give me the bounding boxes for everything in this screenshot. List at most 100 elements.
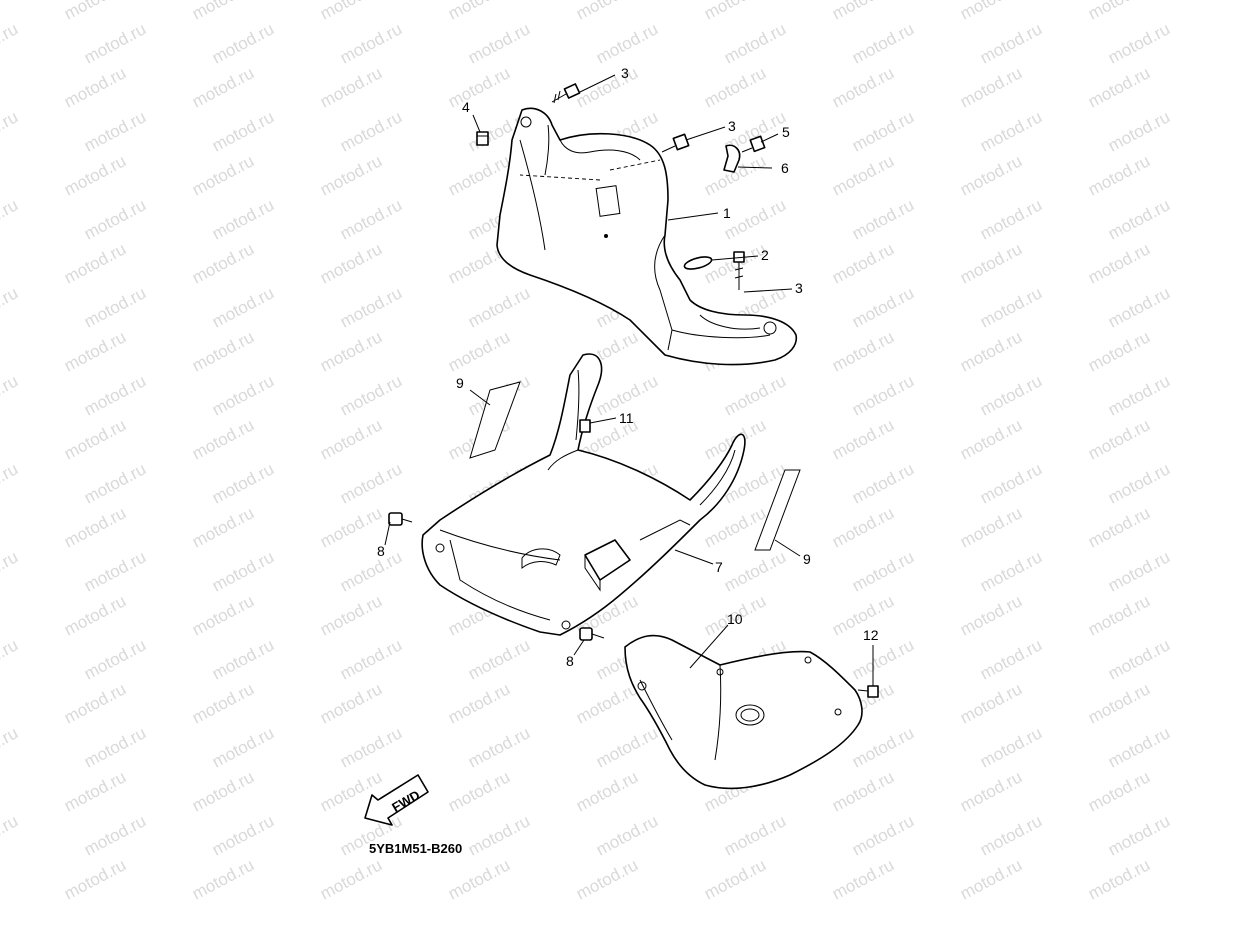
watermark-text: motod.ru bbox=[1085, 63, 1153, 111]
part-1-leg-shield[interactable] bbox=[496, 107, 798, 366]
callout-6: 6 bbox=[781, 160, 789, 176]
watermark-text: motod.ru bbox=[317, 63, 385, 111]
watermark-text: motod.ru bbox=[189, 151, 257, 199]
watermark-text: motod.ru bbox=[721, 811, 789, 859]
watermark-text: motod.ru bbox=[337, 107, 405, 155]
callout-9-right: 9 bbox=[803, 551, 811, 567]
leader-lines bbox=[384, 74, 874, 686]
watermark-text: motod.ru bbox=[977, 371, 1045, 419]
watermark-text: motod.ru bbox=[317, 855, 385, 903]
watermark-text: motod.ru bbox=[81, 635, 149, 683]
watermark-text: motod.ru bbox=[209, 283, 277, 331]
watermark-text: motod.ru bbox=[337, 19, 405, 67]
watermark-text: motod.ru bbox=[957, 239, 1025, 287]
part-5-screw[interactable] bbox=[741, 135, 766, 153]
watermark-text: motod.ru bbox=[849, 283, 917, 331]
watermark-text: motod.ru bbox=[189, 591, 257, 639]
watermark-text: motod.ru bbox=[0, 723, 21, 771]
watermark-text: motod.ru bbox=[0, 63, 1, 111]
watermark-text: motod.ru bbox=[317, 239, 385, 287]
watermark-text: motod.ru bbox=[445, 63, 513, 111]
watermark-text: motod.ru bbox=[829, 503, 897, 551]
watermark-text: motod.ru bbox=[1105, 19, 1173, 67]
watermark-text: motod.ru bbox=[0, 547, 21, 595]
callout-2: 2 bbox=[761, 247, 769, 263]
callout-7: 7 bbox=[715, 559, 723, 575]
watermark-text: motod.ru bbox=[0, 503, 1, 551]
watermark-text: motod.ru bbox=[829, 63, 897, 111]
watermark-text: motod.ru bbox=[81, 283, 149, 331]
watermark-text: motod.ru bbox=[573, 855, 641, 903]
watermark-text: motod.ru bbox=[189, 415, 257, 463]
part-9-sticker-left[interactable] bbox=[469, 381, 521, 459]
watermark-text: motod.ru bbox=[61, 767, 129, 815]
watermark-text: motod.ru bbox=[573, 63, 641, 111]
watermark-text: motod.ru bbox=[61, 239, 129, 287]
part-6-hook[interactable] bbox=[723, 144, 741, 173]
watermark-text: motod.ru bbox=[1085, 591, 1153, 639]
watermark-text: motod.ru bbox=[61, 591, 129, 639]
watermark-text: motod.ru bbox=[189, 0, 257, 24]
watermark-text: motod.ru bbox=[465, 635, 533, 683]
watermark-text: motod.ru bbox=[1085, 327, 1153, 375]
watermark-text: motod.ru bbox=[829, 767, 897, 815]
watermark-text: motod.ru bbox=[0, 679, 1, 727]
part-3-screw-top[interactable] bbox=[551, 83, 581, 104]
part-3-screw-mid[interactable] bbox=[661, 133, 690, 153]
part-8-bolt-right[interactable] bbox=[579, 627, 605, 641]
watermark-text: motod.ru bbox=[1085, 679, 1153, 727]
watermark-text: motod.ru bbox=[829, 415, 897, 463]
callout-1: 1 bbox=[723, 205, 731, 221]
watermark-text: motod.ru bbox=[849, 107, 917, 155]
watermark-text: motod.ru bbox=[1085, 503, 1153, 551]
watermark-text: motod.ru bbox=[701, 63, 769, 111]
watermark-text: motod.ru bbox=[0, 415, 1, 463]
callout-5: 5 bbox=[782, 124, 790, 140]
watermark-text: motod.ru bbox=[829, 239, 897, 287]
part-7-footrest[interactable] bbox=[421, 353, 746, 636]
watermark-text: motod.ru bbox=[81, 107, 149, 155]
part-4-clip-nut[interactable] bbox=[476, 131, 489, 146]
watermark-text: motod.ru bbox=[701, 0, 769, 24]
watermark-text: motod.ru bbox=[1085, 415, 1153, 463]
watermark-text: motod.ru bbox=[0, 151, 1, 199]
watermark-text: motod.ru bbox=[1085, 239, 1153, 287]
watermark-text: motod.ru bbox=[445, 855, 513, 903]
watermark-text: motod.ru bbox=[209, 195, 277, 243]
watermark-text: motod.ru bbox=[957, 855, 1025, 903]
part-10-lower-cover[interactable] bbox=[624, 634, 863, 790]
watermark-text: motod.ru bbox=[977, 283, 1045, 331]
watermark-text: motod.ru bbox=[0, 283, 21, 331]
watermark-text: motod.ru bbox=[0, 371, 21, 419]
watermark-text: motod.ru bbox=[337, 283, 405, 331]
watermark-text: motod.ru bbox=[977, 195, 1045, 243]
watermark-text: motod.ru bbox=[593, 723, 661, 771]
watermark-text: motod.ru bbox=[849, 371, 917, 419]
watermark-text: motod.ru bbox=[0, 107, 21, 155]
watermark-text: motod.ru bbox=[81, 459, 149, 507]
part-11-screw[interactable] bbox=[579, 419, 591, 433]
watermark-text: motod.ru bbox=[849, 723, 917, 771]
watermark-text: motod.ru bbox=[829, 855, 897, 903]
watermark-text: motod.ru bbox=[337, 635, 405, 683]
watermark-text: motod.ru bbox=[849, 547, 917, 595]
watermark-text: motod.ru bbox=[573, 767, 641, 815]
part-8-bolt-left[interactable] bbox=[388, 512, 413, 526]
watermark-text: motod.ru bbox=[445, 151, 513, 199]
watermark-text: motod.ru bbox=[465, 19, 533, 67]
callout-8-left: 8 bbox=[377, 543, 385, 559]
part-9-sticker-right[interactable] bbox=[754, 469, 801, 551]
watermark-text: motod.ru bbox=[1085, 151, 1153, 199]
watermark-text: motod.ru bbox=[61, 503, 129, 551]
watermark-text: motod.ru bbox=[465, 723, 533, 771]
watermark-text: motod.ru bbox=[61, 327, 129, 375]
watermark-text: motod.ru bbox=[81, 723, 149, 771]
watermark-text: motod.ru bbox=[189, 327, 257, 375]
watermark-text: motod.ru bbox=[337, 723, 405, 771]
watermark-text: motod.ru bbox=[721, 19, 789, 67]
watermark-text: motod.ru bbox=[61, 151, 129, 199]
part-2-grommet[interactable] bbox=[683, 255, 713, 272]
watermark-text: motod.ru bbox=[445, 767, 513, 815]
watermark-text: motod.ru bbox=[573, 679, 641, 727]
